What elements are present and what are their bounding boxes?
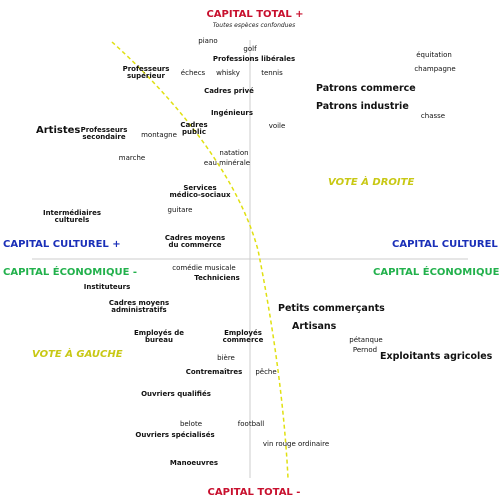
practice-guitare: guitare xyxy=(167,206,193,214)
profession-cadres-moyens-administratifs: Cadres moyens administratifs xyxy=(108,299,170,315)
vote-right-label: VOTE À DROITE xyxy=(328,177,415,188)
profession-artisans: Artisans xyxy=(292,321,337,332)
left-right-vote-divide xyxy=(111,41,289,479)
profession-professeurs-secondaire: Professeurs secondaire xyxy=(80,126,128,142)
axis-top-label: CAPITAL TOTAL + xyxy=(206,9,304,20)
axis-right-lower-label: CAPITAL ÉCONOMIQUE + xyxy=(373,267,500,278)
practice-pernod: Pernod xyxy=(352,346,378,354)
profession-artistes: Artistes xyxy=(36,125,81,136)
practice-biere: bière xyxy=(217,354,235,362)
practice-vin-rouge-ordinaire: vin rouge ordinaire xyxy=(262,440,330,448)
profession-services-medico-sociaux: Services médico-sociaux xyxy=(169,184,231,200)
profession-liberales: Professions libérales xyxy=(212,55,296,63)
practice-montagne: montagne xyxy=(141,131,177,139)
practice-tennis: tennis xyxy=(261,69,283,77)
profession-employes-bureau: Employés de bureau xyxy=(134,329,184,345)
practice-football: football xyxy=(237,420,265,428)
profession-employes-commerce: Employés commerce xyxy=(222,329,264,345)
axis-top-sublabel: Toutes espèces confondues xyxy=(212,22,296,29)
axis-left-lower-label: CAPITAL ÉCONOMIQUE - xyxy=(3,267,138,278)
vote-left-label: VOTE À GAUCHE xyxy=(32,349,123,360)
profession-professeurs-superieur: Professeurs supérieur xyxy=(122,65,170,81)
practice-champagne: champagne xyxy=(414,65,456,73)
practice-echecs: échecs xyxy=(180,69,206,77)
profession-instituteurs: Instituteurs xyxy=(83,283,131,291)
profession-ingenieurs: Ingénieurs xyxy=(210,109,254,117)
axis-left-upper-label: CAPITAL CULTUREL + xyxy=(3,239,121,250)
profession-patrons-commerce: Patrons commerce xyxy=(316,83,416,94)
axis-right-upper-label: CAPITAL CULTUREL - xyxy=(392,239,500,250)
profession-patrons-industrie: Patrons industrie xyxy=(316,101,409,112)
practice-chasse: chasse xyxy=(420,112,446,120)
profession-techniciens: Techniciens xyxy=(194,274,240,282)
profession-ouvriers-qualifies: Ouvriers qualifiés xyxy=(141,390,211,398)
practice-marche: marche xyxy=(118,154,146,162)
profession-petits-commercants: Petits commerçants xyxy=(278,303,385,314)
practice-belote: belote xyxy=(179,420,203,428)
profession-manoeuvres: Manoeuvres xyxy=(169,459,219,467)
practice-golf: golf xyxy=(243,45,257,53)
profession-cadres-moyens-commerce: Cadres moyens du commerce xyxy=(164,234,226,250)
practice-peche: pêche xyxy=(255,368,277,376)
practice-comedie-musicale: comédie musicale xyxy=(172,264,236,272)
axis-bottom-label: CAPITAL TOTAL - xyxy=(207,487,301,498)
profession-cadres-prive: Cadres privé xyxy=(204,87,254,95)
practice-piano: piano xyxy=(198,37,218,45)
practice-whisky: whisky xyxy=(216,69,240,77)
profession-exploitants-agricoles: Exploitants agricoles xyxy=(380,351,493,362)
practice-voile: voile xyxy=(268,122,286,130)
practice-equitation: équitation xyxy=(416,51,452,59)
profession-intermediaires-culturels: Intermédiaires culturels xyxy=(42,209,102,225)
practice-eau-minerale: eau minérale xyxy=(203,159,251,167)
profession-ouvriers-specialises: Ouvriers spécialisés xyxy=(135,431,215,439)
practice-petanque: pétanque xyxy=(349,336,383,344)
profession-contremaitres: Contremaîtres xyxy=(185,368,243,376)
profession-cadres-public: Cadres public xyxy=(180,121,208,137)
practice-natation: natation xyxy=(219,149,249,157)
